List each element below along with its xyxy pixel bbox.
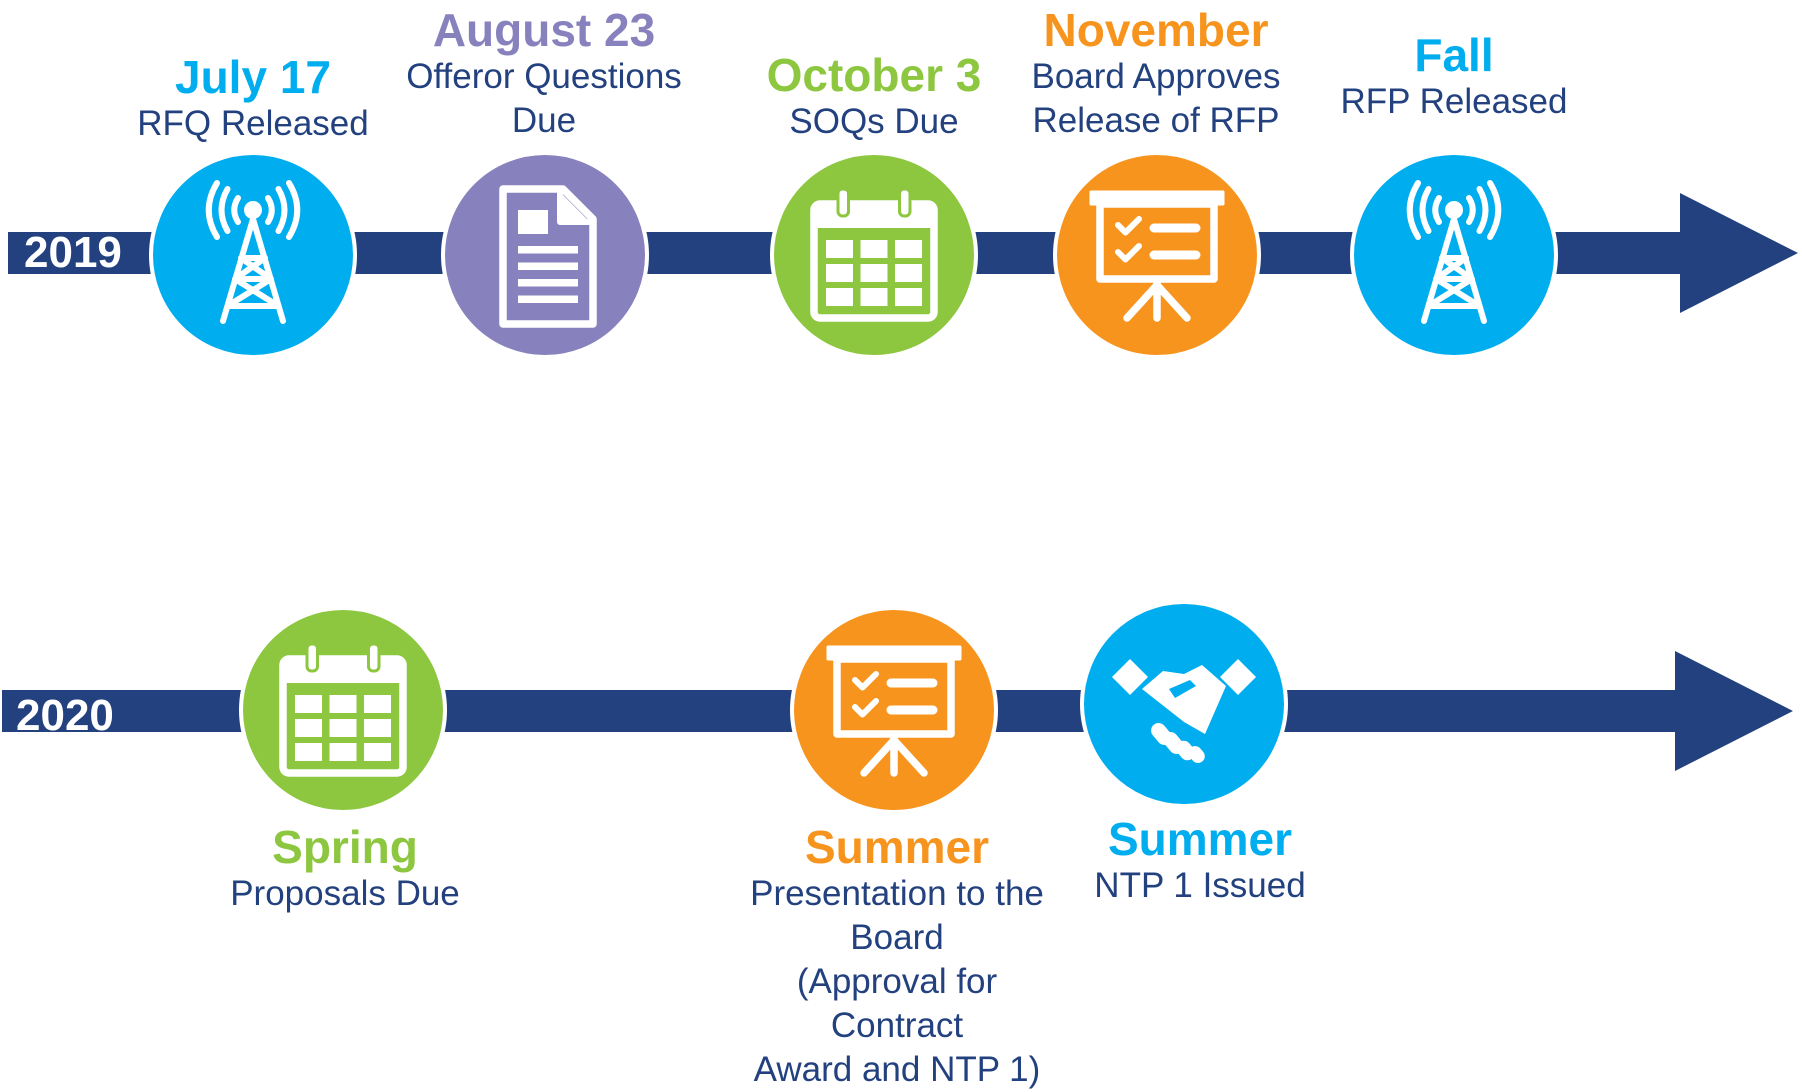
milestone-description: Board Approves Release of RFP [1031, 57, 1281, 140]
tower-icon [1406, 180, 1502, 324]
milestone-2020-2-circle [790, 606, 998, 814]
handshake-icon [1112, 659, 1256, 763]
document-icon [499, 185, 597, 328]
milestone-date: November [1043, 4, 1269, 56]
milestone-2020-1-circle [239, 606, 447, 814]
milestone-date: Summer [804, 821, 990, 873]
milestone-description: Offeror Questions Due [406, 57, 682, 140]
milestone-2019-2-circle [441, 151, 649, 359]
milestone-2019-2-label: August 23 Offeror Questions Due [374, 5, 714, 143]
milestone-2019-5-circle [1350, 151, 1558, 359]
milestone-2019-4-circle [1053, 151, 1261, 359]
presentation-icon [826, 645, 962, 777]
calendar-icon [810, 187, 938, 322]
milestone-description: NTP 1 Issued [1094, 866, 1306, 905]
milestone-description: Presentation to the Board (Approval for … [750, 874, 1044, 1089]
milestone-2020-1-label: Spring Proposals Due [175, 822, 515, 916]
milestone-2019-3-circle [770, 151, 978, 359]
milestone-description: RFP Released [1340, 82, 1568, 121]
milestone-2019-4-label: November Board Approves Release of RFP [986, 5, 1326, 143]
milestone-2019-5-label: Fall RFP Released [1284, 30, 1624, 124]
milestone-description: RFQ Released [137, 104, 369, 143]
milestone-date: Spring [272, 821, 418, 873]
milestone-date: October 3 [766, 49, 982, 101]
milestone-2020-3-label: Summer NTP 1 Issued [1030, 814, 1370, 908]
milestone-2019-1-label: July 17 RFQ Released [83, 52, 423, 146]
milestone-description: Proposals Due [230, 874, 460, 913]
tower-icon [205, 180, 301, 324]
milestone-description: SOQs Due [789, 102, 959, 141]
presentation-icon [1089, 190, 1225, 322]
calendar-icon [279, 642, 407, 777]
milestone-date: Summer [1107, 813, 1293, 865]
year-label-2020: 2020 [16, 691, 114, 740]
timeline-2020-arrowhead [1675, 651, 1793, 771]
timeline-2019-arrowhead [1680, 193, 1798, 313]
year-label-2019: 2019 [24, 228, 122, 277]
milestone-2019-3-label: October 3 SOQs Due [704, 50, 1044, 144]
milestone-date: July 17 [175, 51, 331, 103]
milestone-2020-3-circle [1080, 600, 1288, 808]
milestone-date: August 23 [432, 4, 656, 56]
milestone-2019-1-circle [149, 151, 357, 359]
milestone-date: Fall [1414, 29, 1494, 81]
milestone-2020-2-label: Summer Presentation to the Board (Approv… [727, 822, 1067, 1092]
